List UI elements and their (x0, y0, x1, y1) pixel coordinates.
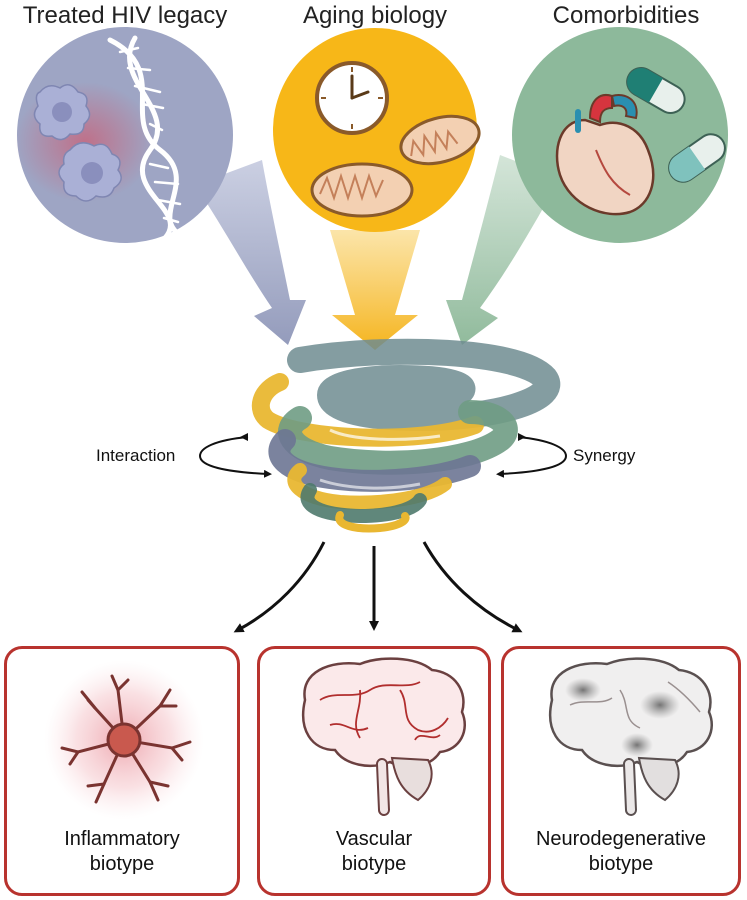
aging-circle (273, 28, 481, 232)
synergy-label: Synergy (573, 446, 636, 465)
inflammatory-line1: Inflammatory (64, 828, 180, 850)
interaction-label: Interaction (96, 446, 176, 465)
dna-helix-icon (107, 35, 183, 241)
infected-cell-icon (33, 84, 122, 202)
vascular-line1: Vascular (335, 828, 413, 850)
heart-icon (555, 94, 655, 216)
heading-aging-biology: Aging biology (302, 2, 448, 29)
pill-capsule-icon (626, 67, 726, 183)
neurodegenerative-biotype-box: Neurodegenerative biotype (501, 646, 741, 896)
inflammatory-biotype-label: Inflammatory biotype (7, 827, 237, 877)
neurodegenerative-line2: biotype (588, 853, 654, 875)
heading-comorbidities: Comorbidities (552, 2, 700, 29)
clock-icon (315, 61, 389, 135)
inflammatory-biotype-box: Inflammatory biotype (4, 646, 240, 896)
vascular-biotype-box: Vascular biotype (257, 646, 491, 896)
neurodegenerative-biotype-label: Neurodegenerative biotype (504, 827, 738, 877)
inflammatory-line2: biotype (89, 853, 155, 875)
brain-icon (302, 657, 466, 816)
outcome-arrows (233, 541, 523, 633)
vortex-icon (251, 338, 561, 533)
heading-treated-hiv-legacy: Treated HIV legacy (22, 2, 228, 29)
hiv-funnel-arrow (195, 160, 306, 345)
neurodegenerative-line1: Neurodegenerative (535, 828, 707, 850)
comorbidities-circle (512, 27, 728, 243)
interaction-arrows (198, 433, 272, 478)
vascular-biotype-label: Vascular biotype (260, 827, 488, 877)
comorbidities-funnel-arrow (446, 155, 560, 345)
synergy-arrows (496, 433, 568, 478)
hiv-circle (15, 27, 233, 243)
microglia-icon (44, 660, 204, 820)
vascular-line2: biotype (341, 853, 407, 875)
brain-icon (549, 657, 713, 816)
aging-funnel-arrow (330, 230, 420, 350)
mitochondria-icon (310, 114, 481, 218)
